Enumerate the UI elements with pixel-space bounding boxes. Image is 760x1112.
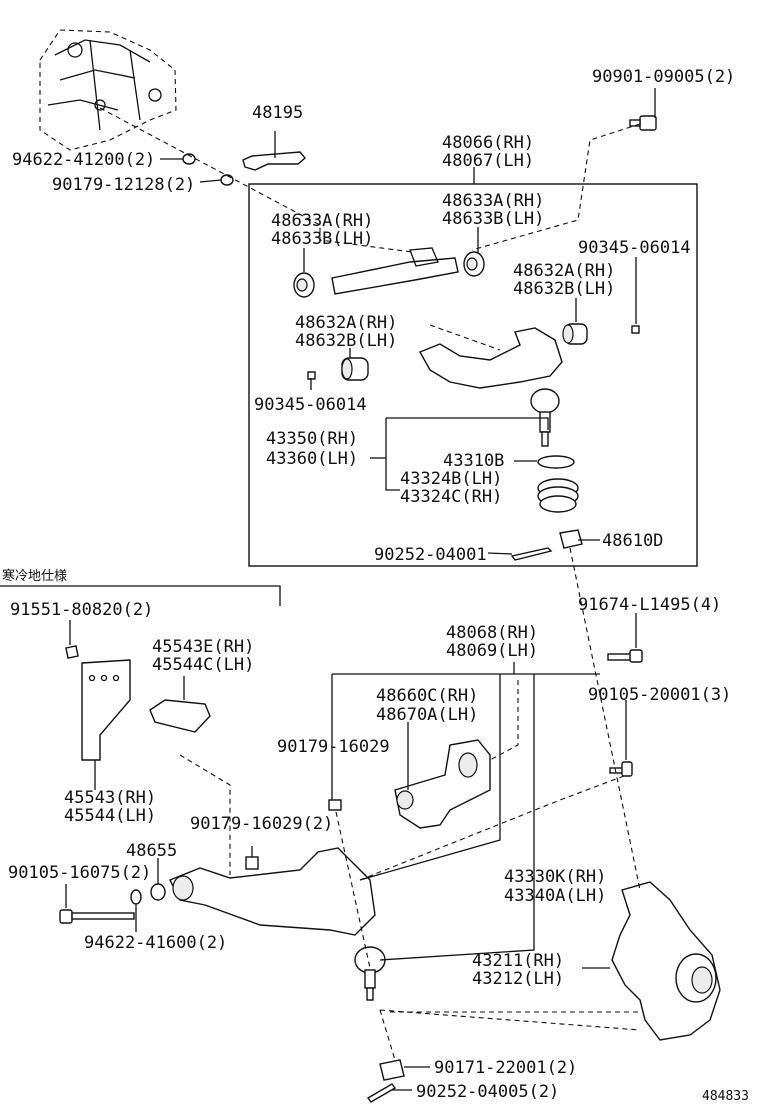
bolt-91674 bbox=[607, 649, 643, 663]
label-43324B: 43324B(LH) bbox=[400, 469, 502, 489]
label-48633B-right: 48633B(LH) bbox=[442, 209, 544, 229]
label-43211: 43211(RH) bbox=[472, 951, 564, 971]
label-94622-41200: 94622-41200(2) bbox=[12, 150, 155, 170]
nut-90345-right bbox=[631, 325, 640, 334]
bushing-48633-left bbox=[293, 272, 315, 298]
cover-45543E bbox=[149, 699, 211, 733]
label-48632A-right: 48632A(RH) bbox=[513, 261, 615, 281]
nut-90345-left bbox=[307, 371, 316, 380]
label-43360: 43360(LH) bbox=[266, 449, 358, 469]
dust-boot-43324 bbox=[537, 478, 579, 513]
castle-nut-48610D bbox=[559, 529, 583, 549]
bushing-48632-left bbox=[341, 357, 369, 381]
label-90105-20001: 90105-20001(3) bbox=[588, 685, 731, 705]
upper-arm-shaft bbox=[331, 257, 459, 295]
bushing-48632-right bbox=[562, 323, 588, 345]
label-90345-06014-right: 90345-06014 bbox=[578, 238, 691, 258]
lower-control-arm bbox=[169, 847, 376, 936]
label-reference-number: 484833 bbox=[702, 1089, 749, 1104]
shield-45543 bbox=[81, 659, 131, 761]
label-90252-04005: 90252-04005(2) bbox=[416, 1082, 559, 1102]
label-cold-spec: 寒冷地仕様 bbox=[2, 568, 67, 584]
bushing-48633-right bbox=[463, 251, 485, 277]
bolt-90105-upper bbox=[609, 761, 633, 777]
cotter-pin-90252-lower bbox=[366, 1083, 397, 1103]
label-48066: 48066(RH) bbox=[442, 133, 534, 153]
cold-spec-bracket bbox=[0, 585, 281, 606]
label-43330K: 43330K(RH) bbox=[504, 867, 606, 887]
label-48610D: 48610D bbox=[602, 531, 663, 551]
label-43324C: 43324C(RH) bbox=[400, 487, 502, 507]
label-90901-09005: 90901-09005(2) bbox=[592, 67, 735, 87]
bolt-91551 bbox=[65, 645, 79, 659]
label-48660C: 48660C(RH) bbox=[376, 686, 478, 706]
bolt-90901 bbox=[629, 115, 657, 131]
label-90179-16029-pair: 90179-16029(2) bbox=[190, 814, 333, 834]
nut-90179-16029 bbox=[328, 799, 342, 811]
label-48632B-left: 48632B(LH) bbox=[295, 331, 397, 351]
label-48633A-right: 48633A(RH) bbox=[442, 191, 544, 211]
ball-joint-lower bbox=[354, 946, 386, 1001]
label-48633B-left: 48633B(LH) bbox=[271, 229, 373, 249]
label-48632A-left: 48632A(RH) bbox=[295, 313, 397, 333]
ball-joint-upper bbox=[530, 388, 560, 447]
label-43212: 43212(LH) bbox=[472, 969, 564, 989]
bolt-90105-16075 bbox=[59, 909, 135, 924]
label-48633A-left: 48633A(RH) bbox=[271, 211, 373, 231]
leader-lines bbox=[65, 88, 656, 1091]
nut-90179 bbox=[220, 174, 234, 186]
label-48670A: 48670A(LH) bbox=[376, 705, 478, 725]
label-48655: 48655 bbox=[126, 841, 177, 861]
stabilizer-bracket-48660C bbox=[394, 739, 491, 829]
frame-bracket-sketch bbox=[39, 29, 177, 151]
label-48195: 48195 bbox=[252, 103, 303, 123]
label-94622-41600: 94622-41600(2) bbox=[84, 933, 227, 953]
label-90171-22001: 90171-22001(2) bbox=[434, 1058, 577, 1078]
label-45544C: 45544C(LH) bbox=[152, 655, 254, 675]
assembly-dashed-lines bbox=[99, 107, 641, 1061]
label-43310B: 43310B bbox=[443, 451, 504, 471]
bracket-48195 bbox=[242, 151, 306, 171]
label-45543: 45543(RH) bbox=[64, 788, 156, 808]
label-48632B-right: 48632B(LH) bbox=[513, 279, 615, 299]
label-48067: 48067(LH) bbox=[442, 151, 534, 171]
nut-90179-16029-pair bbox=[245, 856, 259, 870]
cotter-pin-90252-upper bbox=[510, 547, 553, 561]
bushing-48655 bbox=[150, 883, 166, 901]
label-90179-12128: 90179-12128(2) bbox=[52, 175, 195, 195]
label-90105-16075: 90105-16075(2) bbox=[8, 863, 151, 883]
label-91674-L1495: 91674-L1495(4) bbox=[578, 595, 721, 615]
label-43350: 43350(RH) bbox=[266, 429, 358, 449]
label-48069: 48069(LH) bbox=[446, 641, 538, 661]
ring-43310B bbox=[537, 455, 575, 469]
label-90252-04001: 90252-04001 bbox=[374, 545, 487, 565]
label-90179-16029: 90179-16029 bbox=[277, 737, 390, 757]
label-91551-80820: 91551-80820(2) bbox=[10, 600, 153, 620]
label-45544: 45544(LH) bbox=[64, 806, 156, 826]
castle-nut-90171 bbox=[379, 1059, 405, 1081]
washer-94622-41600 bbox=[130, 889, 142, 905]
upper-control-arm bbox=[419, 327, 563, 389]
label-43340A: 43340A(LH) bbox=[504, 886, 606, 906]
label-48068: 48068(RH) bbox=[446, 623, 538, 643]
label-90345-06014-left: 90345-06014 bbox=[254, 395, 367, 415]
upper-arm-group-box bbox=[248, 183, 698, 567]
label-45543E: 45543E(RH) bbox=[152, 637, 254, 657]
